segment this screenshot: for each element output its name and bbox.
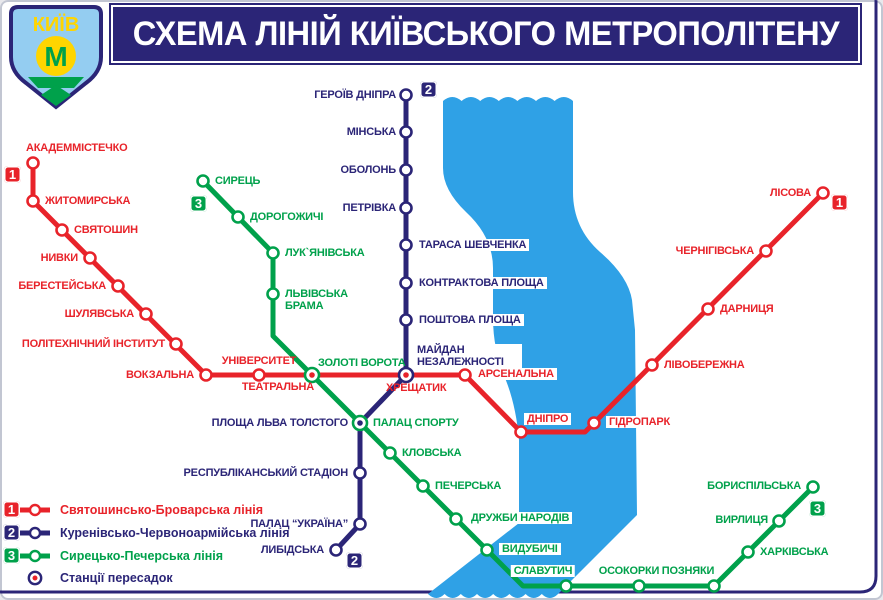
station-label: ПОЛІТЕХНІЧНИЙ ІНСТИТУТ — [21, 338, 165, 350]
station-label: АКАДЕММІСТЕЧКО — [26, 142, 128, 154]
line-1-badge: 1 — [831, 194, 848, 211]
station-label: ПЕЧЕРСЬКА — [435, 480, 502, 492]
station-label: ПЛОЩА ЛЬВА ТОЛСТОГО — [211, 417, 349, 429]
legend-line-2-label: Куренівсько-Червоноармійська лінія — [60, 526, 290, 540]
station-label: ЛУК`ЯНІВСЬКА — [285, 247, 365, 259]
legend-line-2-badge: 2 — [3, 524, 20, 541]
logo-bridge-shape — [28, 77, 84, 88]
title-banner: СХЕМА ЛІНІЙ КИЇВСЬКОГО МЕТРОПОЛІТЕНУ — [109, 3, 862, 65]
station-label: ПОШТОВА ПЛОЩА — [416, 314, 524, 326]
legend-line-3-badge: 3 — [3, 547, 20, 564]
kyiv-city-logo: КИЇВ М — [9, 5, 103, 110]
station-label: ВИДУБИЧІ — [499, 543, 561, 555]
page-title: СХЕМА ЛІНІЙ КИЇВСЬКОГО МЕТРОПОЛІТЕНУ — [132, 14, 839, 53]
station-label: РЕСПУБЛІКАНСЬКИЙ СТАДІОН — [183, 467, 349, 479]
metro-m-icon: М — [44, 41, 67, 72]
line-3-badge: 3 — [190, 195, 207, 212]
station-label: ВОКЗАЛЬНА — [125, 369, 194, 381]
line-2-stations — [329, 88, 413, 557]
station-label: УНІВЕРСИТЕТ — [221, 355, 297, 367]
line-1-badge: 1 — [4, 166, 21, 183]
station-label: ЧЕРНІГІВСЬКА — [675, 245, 755, 257]
station-label: ПАЛАЦ “УКРАЇНА” — [250, 518, 348, 530]
station-label: ЖИТОМИРСЬКА — [45, 195, 131, 207]
station-label: МАЙДАН НЕЗАЛЕЖНОСТІ — [414, 344, 522, 368]
station-label: ЛИБІДСЬКА — [260, 544, 324, 556]
station-label: ШУЛЯВСЬКА — [64, 308, 135, 320]
station-label: НИВКИ — [40, 252, 79, 264]
station-label: ЗОЛОТІ ВОРОТА — [318, 357, 406, 369]
station-label: ОБОЛОНЬ — [340, 164, 397, 176]
station-label: МІНСЬКА — [346, 126, 396, 138]
station-label: ПЕТРІВКА — [342, 202, 397, 214]
logo-diamond-shape — [41, 85, 71, 106]
legend-line-1-label: Святошинсько-Броварська лінія — [60, 503, 264, 517]
station-label: ДНІПРО — [524, 413, 572, 425]
station-label: ЛІВОБЕРЕЖНА — [664, 359, 745, 371]
logo-metro-circle — [36, 36, 76, 76]
station-label: ОСОКОРКИ — [598, 565, 660, 577]
station-label: ДРУЖБИ НАРОДІВ — [468, 512, 573, 524]
station-label: БОРИСПІЛЬСЬКА — [707, 480, 801, 492]
station-label: СЛАВУТИЧ — [510, 565, 576, 577]
station-label: ГЕРОЇВ ДНІПРА — [314, 89, 396, 101]
station-label: ВИРЛИЦЯ — [715, 514, 768, 526]
station-label: ДАРНИЦЯ — [720, 303, 774, 315]
station-label: ТАРАСА ШЕВЧЕНКА — [416, 239, 530, 251]
river-dnipro — [427, 97, 637, 598]
transfer-stations — [303, 366, 415, 432]
station-label: ДОРОГОЖИЧІ — [250, 211, 324, 223]
line-1-stations — [26, 156, 830, 439]
station-label: ПАЛАЦ СПОРТУ — [373, 417, 459, 429]
station-label: БЕРЕСТЕЙСЬКА — [18, 280, 106, 292]
station-label: СВЯТОШИН — [74, 224, 138, 236]
line-2-badge: 2 — [346, 552, 363, 569]
station-label: ТЕАТРАЛЬНА — [241, 381, 314, 393]
legend-glyphs — [20, 503, 50, 586]
logo-city-name: КИЇВ — [33, 13, 80, 36]
line-3-stations — [196, 174, 820, 593]
station-label: АРСЕНАЛЬНА — [475, 368, 557, 380]
station-label: СИРЕЦЬ — [215, 175, 261, 187]
station-label: КЛОВСЬКА — [402, 447, 462, 459]
station-label: ЛЬВІВСЬКА БРАМА — [285, 288, 348, 312]
legend-line-1-badge: 1 — [3, 501, 20, 518]
station-label: ПОЗНЯКИ — [661, 565, 715, 577]
legend-line-3-label: Сирецько-Печерська лінія — [60, 549, 224, 563]
line-2-badge: 2 — [420, 81, 437, 98]
station-label: ХРЕЩАТИК — [386, 382, 447, 394]
station-label: ЛІСОВА — [769, 187, 811, 199]
legend-transfer-label: Станції пересадок — [60, 571, 173, 585]
station-label: ХАРКІВСЬКА — [760, 546, 829, 558]
station-label: КОНТРАКТОВА ПЛОЩА — [416, 277, 547, 289]
station-label: ГІДРОПАРК — [606, 416, 673, 428]
line-3-badge: 3 — [809, 500, 826, 517]
